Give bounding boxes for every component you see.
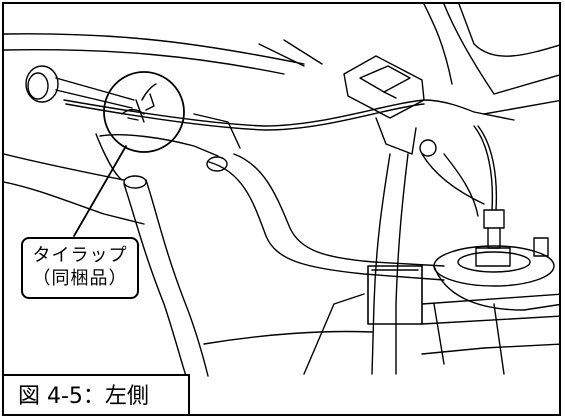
dipstick: [25, 65, 135, 109]
leader-line: [73, 145, 127, 237]
main-hose: [206, 153, 445, 281]
engine-bay-illustration: [4, 4, 559, 377]
callout-label: タイラップ: [32, 245, 128, 266]
callout-sublabel: （同梱品）: [32, 268, 128, 289]
upper-panel-lines: [4, 4, 559, 115]
figure-caption: 図 4-5：左側: [4, 374, 190, 414]
tie-wrap-highlight: [103, 71, 185, 153]
engine-block-left: [4, 113, 241, 225]
sensor-plug: [419, 139, 549, 267]
strut-tower: [433, 153, 559, 311]
figure-caption-text: 図 4-5：左側: [18, 384, 149, 409]
lower-left-hose: [123, 175, 209, 377]
wire-harness: [63, 99, 515, 211]
tie-wrap-callout: タイラップ （同梱品）: [21, 237, 139, 299]
bracket: [343, 55, 425, 155]
figure-frame: タイラップ （同梱品） 図 4-5：左側: [2, 2, 561, 416]
lower-frame: [203, 293, 559, 375]
